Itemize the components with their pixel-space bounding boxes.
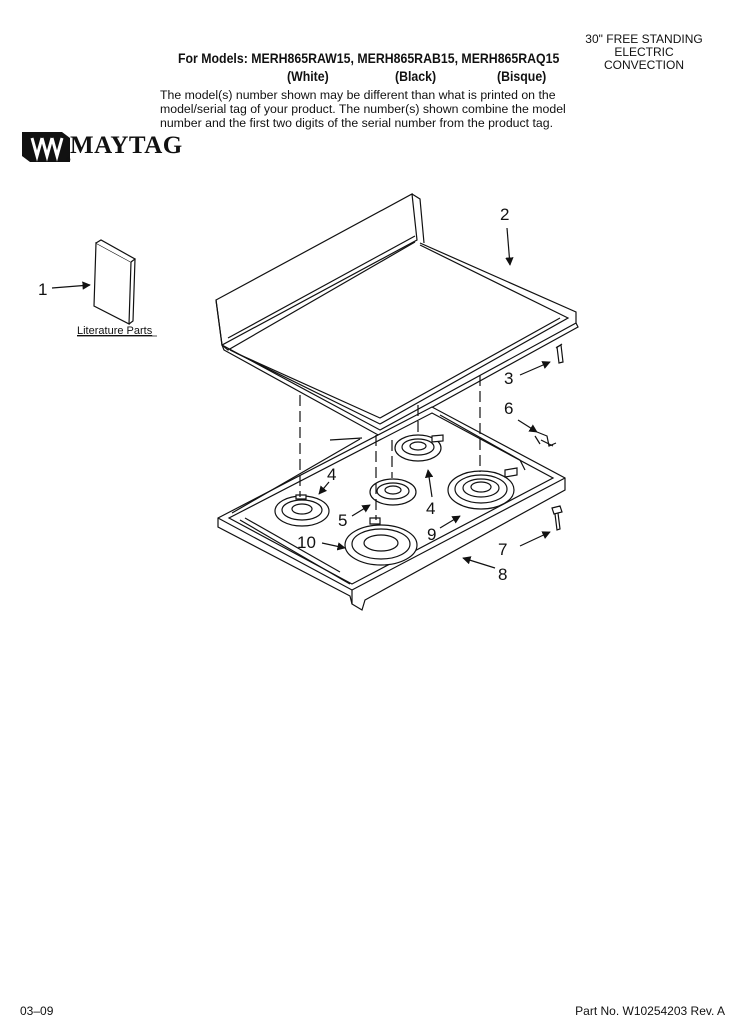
burner-box-base [217,406,566,611]
maytag-logo-text: MAYTAG [70,132,183,159]
arrow-4b [424,469,434,498]
literature-parts-label: Literature Parts [77,325,153,337]
surface-element-dual-right [447,467,518,510]
callout-10: 10 [297,533,316,552]
product-type-line-3: CONVECTION [603,58,684,72]
maytag-logo: MAYTAG ® [22,128,182,168]
callout-7: 7 [498,540,507,559]
callout-5: 5 [338,511,347,530]
model-number-note: The model(s) number shown may be differe… [160,88,566,130]
literature-booklet [93,239,137,325]
color-label-bisque: (Bisque) [497,68,547,84]
arrow-4a [318,481,330,495]
arrow-1 [51,281,91,290]
surface-element-large-front [344,517,418,566]
callout-6: 6 [504,399,513,418]
arrow-3 [519,361,551,376]
callout-1: 1 [38,280,47,299]
callout-4b: 4 [426,499,435,518]
product-type: 30" FREE STANDING ELECTRIC CONVECTION [564,33,724,72]
surface-element-left-rear [274,494,330,527]
product-type-line-1: 30" FREE STANDING [585,32,703,46]
bracket-part-6 [534,431,557,447]
surface-element-center [369,478,417,506]
arrow-6 [517,419,538,433]
maytag-logo-icon [22,132,70,162]
color-label-black: (Black) [395,68,437,84]
callout-8: 8 [498,565,507,584]
registered-mark: ® [66,158,71,164]
models-title: For Models: MERH865RAW15, MERH865RAB15, … [178,50,560,66]
arrow-5 [351,504,371,517]
callout-9: 9 [427,525,436,544]
color-label-white: (White) [287,68,329,84]
screw-part-7 [551,505,563,531]
cooktop-main-top [215,193,579,437]
part-number: Part No. W10254203 Rev. A [575,1004,725,1018]
arrow-10 [321,542,346,551]
screw-part-3 [555,343,564,364]
callout-4a: 4 [327,465,336,484]
arrow-7 [519,531,551,547]
callout-3: 3 [504,369,513,388]
arrow-9 [439,515,461,529]
callout-2: 2 [500,205,509,224]
product-type-line-2: ELECTRIC [614,45,674,59]
surface-element-rear-small [394,434,444,462]
arrow-8 [462,556,496,569]
alignment-lines [299,375,481,520]
arrow-2 [505,227,514,266]
revision-date: 03–09 [20,1004,54,1018]
